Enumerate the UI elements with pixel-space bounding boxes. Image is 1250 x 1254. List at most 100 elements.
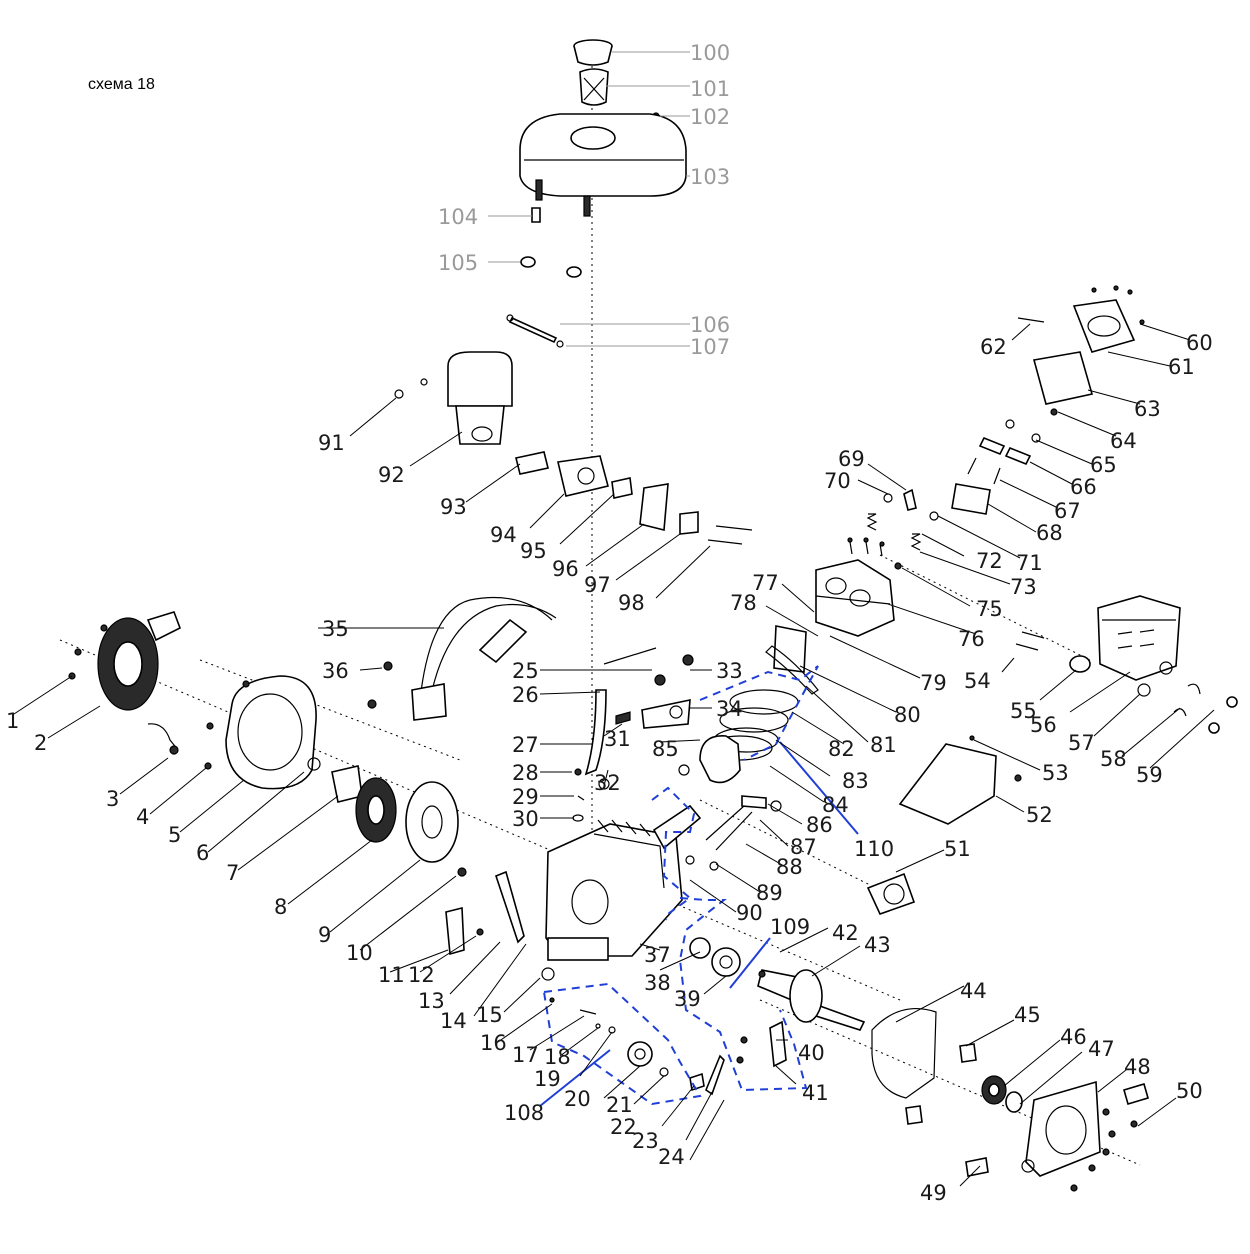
part-number-25: 25 bbox=[512, 659, 539, 683]
part-number-104: 104 bbox=[438, 205, 478, 229]
part-number-52: 52 bbox=[1026, 803, 1053, 827]
part-number-37: 37 bbox=[644, 943, 671, 967]
leader-lines bbox=[13, 51, 1215, 1187]
part-number-43: 43 bbox=[864, 933, 891, 957]
part-number-82: 82 bbox=[828, 737, 855, 761]
part-number-76: 76 bbox=[958, 627, 985, 651]
part-number-55: 55 bbox=[1010, 699, 1037, 723]
part-number-61: 61 bbox=[1168, 355, 1195, 379]
part-number-102: 102 bbox=[690, 105, 730, 129]
part-number-49: 49 bbox=[920, 1181, 947, 1205]
part-number-103: 103 bbox=[690, 165, 730, 189]
part-number-73: 73 bbox=[1010, 575, 1037, 599]
part-number-101: 101 bbox=[690, 77, 730, 101]
starter-group bbox=[68, 611, 525, 956]
part-number-79: 79 bbox=[920, 671, 947, 695]
part-number-1: 1 bbox=[6, 709, 19, 733]
part-number-72: 72 bbox=[976, 549, 1003, 573]
part-number-34: 34 bbox=[716, 697, 743, 721]
part-number-97: 97 bbox=[584, 573, 611, 597]
part-number-60: 60 bbox=[1186, 331, 1213, 355]
part-number-96: 96 bbox=[552, 557, 579, 581]
part-number-2: 2 bbox=[34, 731, 47, 755]
part-number-28: 28 bbox=[512, 761, 539, 785]
part-number-93: 93 bbox=[440, 495, 467, 519]
part-number-21: 21 bbox=[606, 1093, 633, 1117]
part-number-41: 41 bbox=[802, 1081, 829, 1105]
part-number-58: 58 bbox=[1100, 747, 1127, 771]
part-number-7: 7 bbox=[226, 861, 239, 885]
part-number-77: 77 bbox=[752, 571, 779, 595]
part-number-98: 98 bbox=[618, 591, 645, 615]
part-number-54: 54 bbox=[964, 669, 991, 693]
part-number-5: 5 bbox=[168, 823, 181, 847]
part-number-75: 75 bbox=[976, 597, 1003, 621]
part-number-31: 31 bbox=[604, 727, 631, 751]
part-number-80: 80 bbox=[894, 703, 921, 727]
crankcase-group bbox=[541, 819, 683, 1003]
assembly-axes bbox=[59, 60, 1141, 1166]
part-number-14: 14 bbox=[440, 1009, 467, 1033]
part-number-67: 67 bbox=[1054, 499, 1081, 523]
part-number-57: 57 bbox=[1068, 731, 1095, 755]
part-number-23: 23 bbox=[632, 1129, 659, 1153]
part-number-29: 29 bbox=[512, 785, 539, 809]
part-number-63: 63 bbox=[1134, 397, 1161, 421]
part-number-64: 64 bbox=[1110, 429, 1137, 453]
part-number-35: 35 bbox=[322, 617, 349, 641]
diagram-title: схема 18 bbox=[88, 76, 155, 93]
part-number-68: 68 bbox=[1036, 521, 1063, 545]
part-number-86: 86 bbox=[806, 813, 833, 837]
part-number-81: 81 bbox=[870, 733, 897, 757]
part-number-109: 109 bbox=[770, 915, 810, 939]
part-number-105: 105 bbox=[438, 251, 478, 275]
part-number-18: 18 bbox=[544, 1045, 571, 1069]
part-number-30: 30 bbox=[512, 807, 539, 831]
part-number-4: 4 bbox=[136, 805, 149, 829]
part-number-94: 94 bbox=[490, 523, 517, 547]
part-number-90: 90 bbox=[736, 901, 763, 925]
part-number-84: 84 bbox=[822, 793, 849, 817]
part-number-24: 24 bbox=[658, 1145, 685, 1169]
part-number-39: 39 bbox=[674, 987, 701, 1011]
kit-outlines bbox=[539, 665, 859, 1107]
part-number-65: 65 bbox=[1090, 453, 1117, 477]
part-number-44: 44 bbox=[960, 979, 987, 1003]
part-number-71: 71 bbox=[1016, 551, 1043, 575]
part-number-42: 42 bbox=[832, 921, 859, 945]
part-number-56: 56 bbox=[1030, 713, 1057, 737]
part-number-59: 59 bbox=[1136, 763, 1163, 787]
part-number-108: 108 bbox=[504, 1101, 544, 1125]
part-number-20: 20 bbox=[564, 1087, 591, 1111]
timing-group bbox=[579, 1009, 725, 1096]
part-number-92: 92 bbox=[378, 463, 405, 487]
part-number-13: 13 bbox=[418, 989, 445, 1013]
part-number-9: 9 bbox=[318, 923, 331, 947]
part-number-32: 32 bbox=[594, 771, 621, 795]
part-number-17: 17 bbox=[512, 1043, 539, 1067]
part-number-11: 11 bbox=[378, 963, 405, 987]
part-number-16: 16 bbox=[480, 1031, 507, 1055]
part-number-40: 40 bbox=[798, 1041, 825, 1065]
part-number-48: 48 bbox=[1124, 1055, 1151, 1079]
part-number-22: 22 bbox=[610, 1115, 637, 1139]
muffler-group bbox=[898, 595, 1238, 825]
part-number-91: 91 bbox=[318, 431, 345, 455]
fuel-tank-group bbox=[506, 39, 687, 348]
part-number-95: 95 bbox=[520, 539, 547, 563]
part-number-85: 85 bbox=[652, 737, 679, 761]
part-number-47: 47 bbox=[1088, 1037, 1115, 1061]
part-number-45: 45 bbox=[1014, 1003, 1041, 1027]
part-number-88: 88 bbox=[776, 855, 803, 879]
part-number-66: 66 bbox=[1070, 475, 1097, 499]
crankshaft-group bbox=[689, 872, 916, 1068]
part-number-83: 83 bbox=[842, 769, 869, 793]
part-number-33: 33 bbox=[716, 659, 743, 683]
part-number-6: 6 bbox=[196, 841, 209, 865]
part-number-78: 78 bbox=[730, 591, 757, 615]
part-number-26: 26 bbox=[512, 683, 539, 707]
part-number-70: 70 bbox=[824, 469, 851, 493]
part-number-38: 38 bbox=[644, 971, 671, 995]
